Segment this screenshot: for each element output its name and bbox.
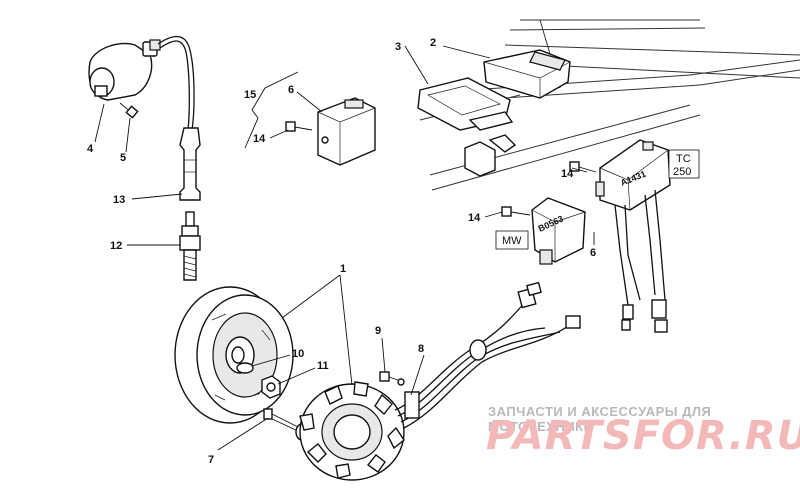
mw-label: MW — [502, 235, 522, 247]
voltage-regulator — [595, 139, 671, 211]
ignition-coil — [88, 39, 161, 101]
callout-3: 3 — [395, 41, 401, 53]
callout-11: 11 — [317, 360, 329, 372]
frame-clamp — [464, 134, 517, 177]
bracket-15 — [244, 71, 299, 149]
relay-left — [317, 97, 376, 166]
callout-6-right: 6 — [590, 247, 596, 259]
spark-plug-cap — [179, 127, 201, 201]
screw-9 — [379, 371, 405, 386]
electronic-module — [483, 49, 571, 99]
leader-lines — [94, 45, 595, 451]
callout-10: 10 — [292, 348, 304, 360]
frame-tubes — [419, 19, 800, 191]
stator — [299, 381, 405, 481]
screw-14-right — [569, 161, 597, 173]
spark-plug — [179, 211, 201, 281]
callout-numbers: 1 2 3 4 5 6 6 7 8 9 10 11 12 13 14 14 14… — [87, 37, 596, 466]
callout-14-right: 14 — [561, 168, 574, 180]
callout-14-left: 14 — [253, 133, 266, 145]
callout-15: 15 — [244, 89, 256, 101]
callout-4: 4 — [87, 143, 94, 155]
flywheel-nut — [261, 375, 281, 399]
tc250-label-box: TC 250 — [668, 149, 700, 179]
coil-screw — [119, 102, 139, 119]
callout-8: 8 — [418, 343, 424, 355]
callout-2: 2 — [430, 37, 436, 49]
callout-12: 12 — [110, 240, 122, 252]
callout-6-left: 6 — [288, 84, 294, 96]
module-holder — [417, 77, 514, 131]
cdi-unit — [531, 197, 586, 265]
mw-label-box: MW — [495, 230, 529, 250]
watermark-tagline: ЗАПЧАСТИ И АКСЕССУАРЫ ДЛЯ МОТОТЕХНИКИ — [488, 404, 712, 434]
callout-13: 13 — [113, 194, 125, 206]
regulator-wires — [614, 189, 668, 333]
screw-14-left — [285, 121, 313, 132]
woodruff-key — [236, 362, 254, 374]
screw-14-middle — [501, 206, 531, 217]
callout-1: 1 — [340, 263, 346, 275]
tc-250-label: 250 — [673, 166, 691, 178]
watermark-logo: PARTSFOR.RU — [486, 413, 800, 459]
ht-lead — [157, 35, 195, 131]
callout-14-middle: 14 — [468, 212, 481, 224]
stator-harness — [394, 281, 581, 429]
callout-7: 7 — [208, 454, 214, 466]
tc-label: TC — [676, 153, 691, 165]
flywheel-rotor — [174, 286, 294, 424]
callout-5: 5 — [120, 152, 126, 164]
callout-9: 9 — [375, 325, 381, 337]
